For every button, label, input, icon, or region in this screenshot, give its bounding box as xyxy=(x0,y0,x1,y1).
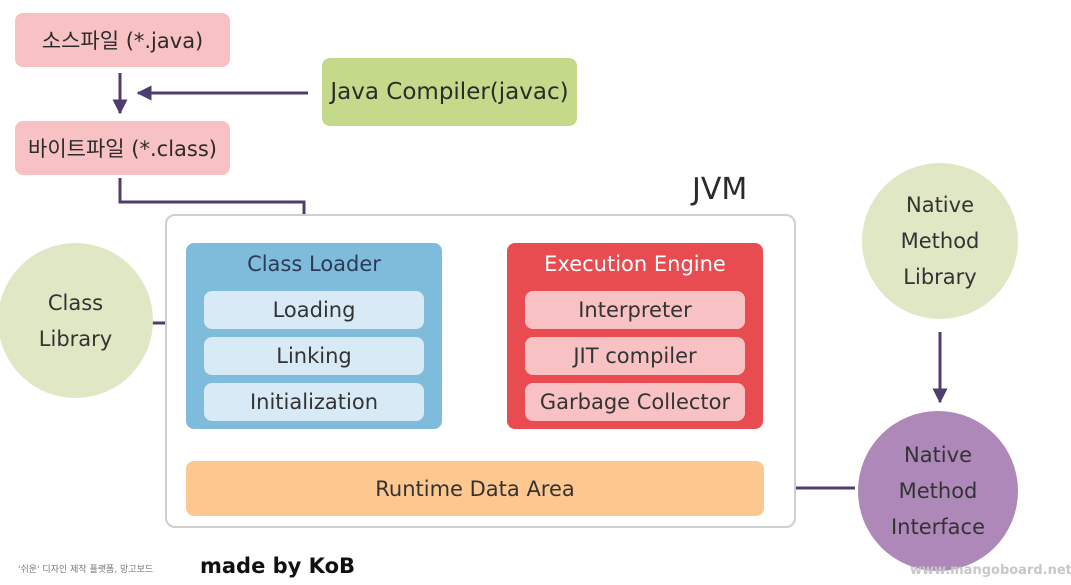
initialization-step: Initialization xyxy=(204,383,424,421)
bytecode-file-label: 바이트파일 (*.class) xyxy=(28,137,217,161)
native-interface-line-1: Native xyxy=(904,443,972,467)
native-interface-line-2: Method xyxy=(898,479,978,503)
native-library-line-1: Native xyxy=(906,193,974,217)
linking-step: Linking xyxy=(204,337,424,375)
footer-site: www.mangoboard.net xyxy=(910,563,1071,578)
java-compiler-box: Java Compiler(javac) xyxy=(322,58,577,126)
native-interface-line-3: Interface xyxy=(890,515,986,539)
java-compiler-label: Java Compiler(javac) xyxy=(330,79,569,105)
loading-step: Loading xyxy=(204,291,424,329)
footer-credit: '쉬운' 디자인 제작 플랫폼, 망고보드 xyxy=(18,565,154,575)
class-loader-title: Class Loader xyxy=(247,252,381,276)
source-file-label: 소스파일 (*.java) xyxy=(41,29,204,53)
footer-brand: made by KoB xyxy=(200,554,356,578)
jvm-title: JVM xyxy=(692,172,748,207)
execution-engine-panel: Execution Engine Interpreter JIT compile… xyxy=(507,243,763,429)
execution-engine-title: Execution Engine xyxy=(544,252,726,276)
class-loader-panel: Class Loader Loading Linking Initializat… xyxy=(186,243,442,429)
native-library-line-3: Library xyxy=(903,265,977,289)
runtime-data-area-label: Runtime Data Area xyxy=(375,476,575,501)
native-method-interface-circle: Native Method Interface xyxy=(858,411,1018,571)
source-file-box: 소스파일 (*.java) xyxy=(15,13,230,67)
class-library-line-2: Library xyxy=(38,326,113,351)
jit-compiler-part: JIT compiler xyxy=(525,337,745,375)
class-library-circle: Class Library xyxy=(0,243,153,398)
interpreter-part: Interpreter xyxy=(525,291,745,329)
native-method-library-circle: Native Method Library xyxy=(862,163,1018,319)
class-library-line-1: Class xyxy=(47,290,104,315)
bytecode-file-box: 바이트파일 (*.class) xyxy=(15,121,230,175)
garbage-collector-part: Garbage Collector xyxy=(525,383,745,421)
native-library-line-2: Method xyxy=(900,229,980,253)
runtime-data-area: Runtime Data Area xyxy=(186,461,764,516)
